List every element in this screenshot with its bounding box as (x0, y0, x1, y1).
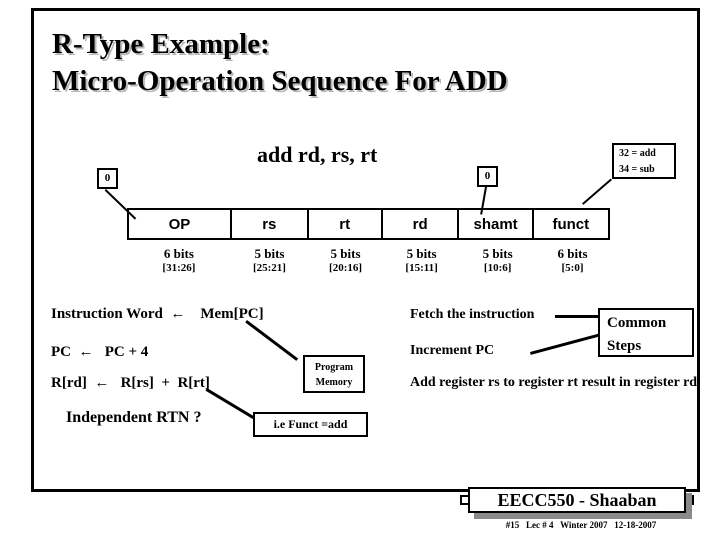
bit-label-rt: 5 bits[20:16] (308, 246, 383, 280)
instruction-field-shamt: shamt (459, 210, 534, 238)
footer-meta-label: #15 Lec # 4 Winter 2007 12-18-2007 (505, 520, 657, 530)
explanation-fetch-instruction: Fetch the instruction (410, 307, 535, 322)
funct-note-line-1: 32 = add (619, 148, 656, 159)
funct-opcode-note-box: 32 = add 34 = sub (612, 143, 676, 179)
footer-course-label: EECC550 - Shaaban (468, 487, 686, 513)
instruction-field-funct: funct (552, 215, 590, 233)
common-steps-leader-line-top (555, 315, 599, 318)
title-line-2: Micro-Operation Sequence For ADD (52, 65, 508, 97)
independent-rtn-question: Independent RTN ? (66, 409, 202, 426)
rtn-line-register-add: R[rd] ← R[rs] + R[rt] (51, 375, 210, 391)
funct-add-note-box: i.e Funct =add (253, 412, 368, 437)
bit-range-rd: [15:11] (405, 262, 438, 274)
bit-width-op: 6 bits (163, 246, 194, 261)
footer-tab-left (460, 495, 470, 505)
common-steps-box: Common Steps (598, 308, 694, 357)
bit-range-rs: [25:21] (252, 262, 286, 274)
funct-note-line-2: 34 = sub (619, 164, 655, 175)
bit-range-funct: [5:0] (561, 262, 584, 274)
explanation-add-registers: Add register rs to register rt result in… (410, 375, 698, 390)
program-memory-box: Program Memory (303, 355, 365, 393)
slide-border-frame (31, 8, 700, 492)
instruction-field-rs: rs (232, 210, 309, 238)
program-memory-line-2: Memory (315, 377, 353, 388)
page-title: R-Type Example: Micro-Operation Sequence… (52, 26, 672, 100)
bit-range-shamt: [10:6] (483, 262, 512, 274)
instruction-field-rt: rt (309, 210, 383, 238)
common-steps-line-1: Common (607, 315, 667, 331)
bit-label-funct: 6 bits[5:0] (535, 246, 610, 280)
bit-label-shamt: 5 bits[10:6] (460, 246, 535, 280)
footer: EECC550 - Shaaban #15 Lec # 4 Winter 200… (460, 487, 700, 535)
bit-width-rs: 5 bits (254, 246, 285, 261)
instruction-heading: add rd, rs, rt (257, 142, 378, 167)
explanation-increment-pc: Increment PC (410, 343, 495, 358)
op-zero-callout-box: 0 (97, 168, 118, 189)
bit-label-rs: 5 bits[25:21] (231, 246, 308, 280)
instruction-format-bit-labels: 6 bits[31:26]5 bits[25:21]5 bits[20:16]5… (127, 246, 610, 280)
instruction-field-rd: rd (383, 210, 460, 238)
common-steps-line-2: Steps (607, 338, 642, 354)
bit-width-funct: 6 bits (557, 246, 588, 261)
rtn-line-instruction-word: Instruction Word ← Mem[PC] (51, 306, 264, 322)
program-memory-line-1: Program (314, 362, 354, 373)
bit-range-rt: [20:16] (329, 262, 363, 274)
instruction-field-op: OP (129, 210, 232, 238)
bit-label-op: 6 bits[31:26] (127, 246, 231, 280)
bit-width-shamt: 5 bits (482, 246, 513, 261)
title-line-1: R-Type Example: (52, 28, 270, 60)
bit-range-op: [31:26] (162, 262, 196, 274)
bit-width-rd: 5 bits (406, 246, 437, 261)
shamt-zero-callout-box: 0 (477, 166, 498, 187)
rtn-line-pc-increment: PC ← PC + 4 (51, 344, 149, 360)
bit-width-rt: 5 bits (330, 246, 361, 261)
bit-label-rd: 5 bits[15:11] (383, 246, 460, 280)
